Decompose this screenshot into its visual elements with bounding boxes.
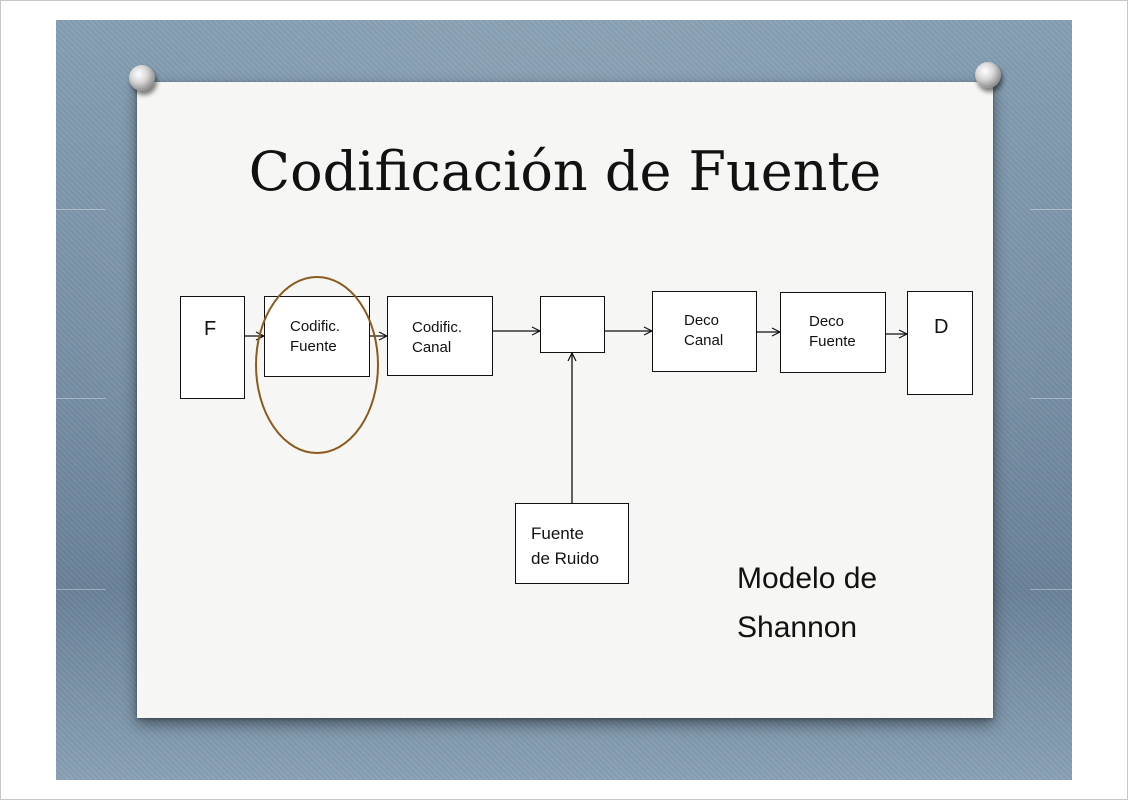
edge-line: [56, 589, 106, 590]
block-source-decoder-label: Deco Fuente: [809, 313, 856, 350]
block-channel-decoder-label: Deco Canal: [684, 312, 724, 349]
block-source-coder: Codific. Fuente: [264, 296, 370, 377]
edge-line: [1030, 209, 1072, 210]
slide-card: [137, 82, 993, 718]
block-noise-source: Fuente de Ruido: [515, 503, 629, 584]
block-destination-label: D: [934, 316, 949, 338]
block-source: F: [180, 296, 245, 399]
edge-line: [1030, 398, 1072, 399]
block-channel-coder: Codific. Canal: [387, 296, 493, 376]
block-source-coder-label: Codific. Fuente: [290, 318, 341, 355]
block-source-label: F: [204, 318, 217, 340]
edge-line: [56, 398, 106, 399]
slide-title: Codificación de Fuente: [248, 140, 882, 203]
block-destination: D: [907, 291, 973, 395]
edge-line: [1030, 589, 1072, 590]
block-channel-coder-label: Codific. Canal: [412, 319, 463, 356]
edge-line: [56, 209, 106, 210]
block-channel-decoder: Deco Canal: [652, 291, 757, 372]
block-channel: [540, 296, 605, 353]
block-noise-source-label: Fuente de Ruido: [531, 524, 600, 568]
block-source-decoder: Deco Fuente: [780, 292, 886, 373]
shannon-model-note: Modelo de Shannon: [737, 562, 878, 644]
